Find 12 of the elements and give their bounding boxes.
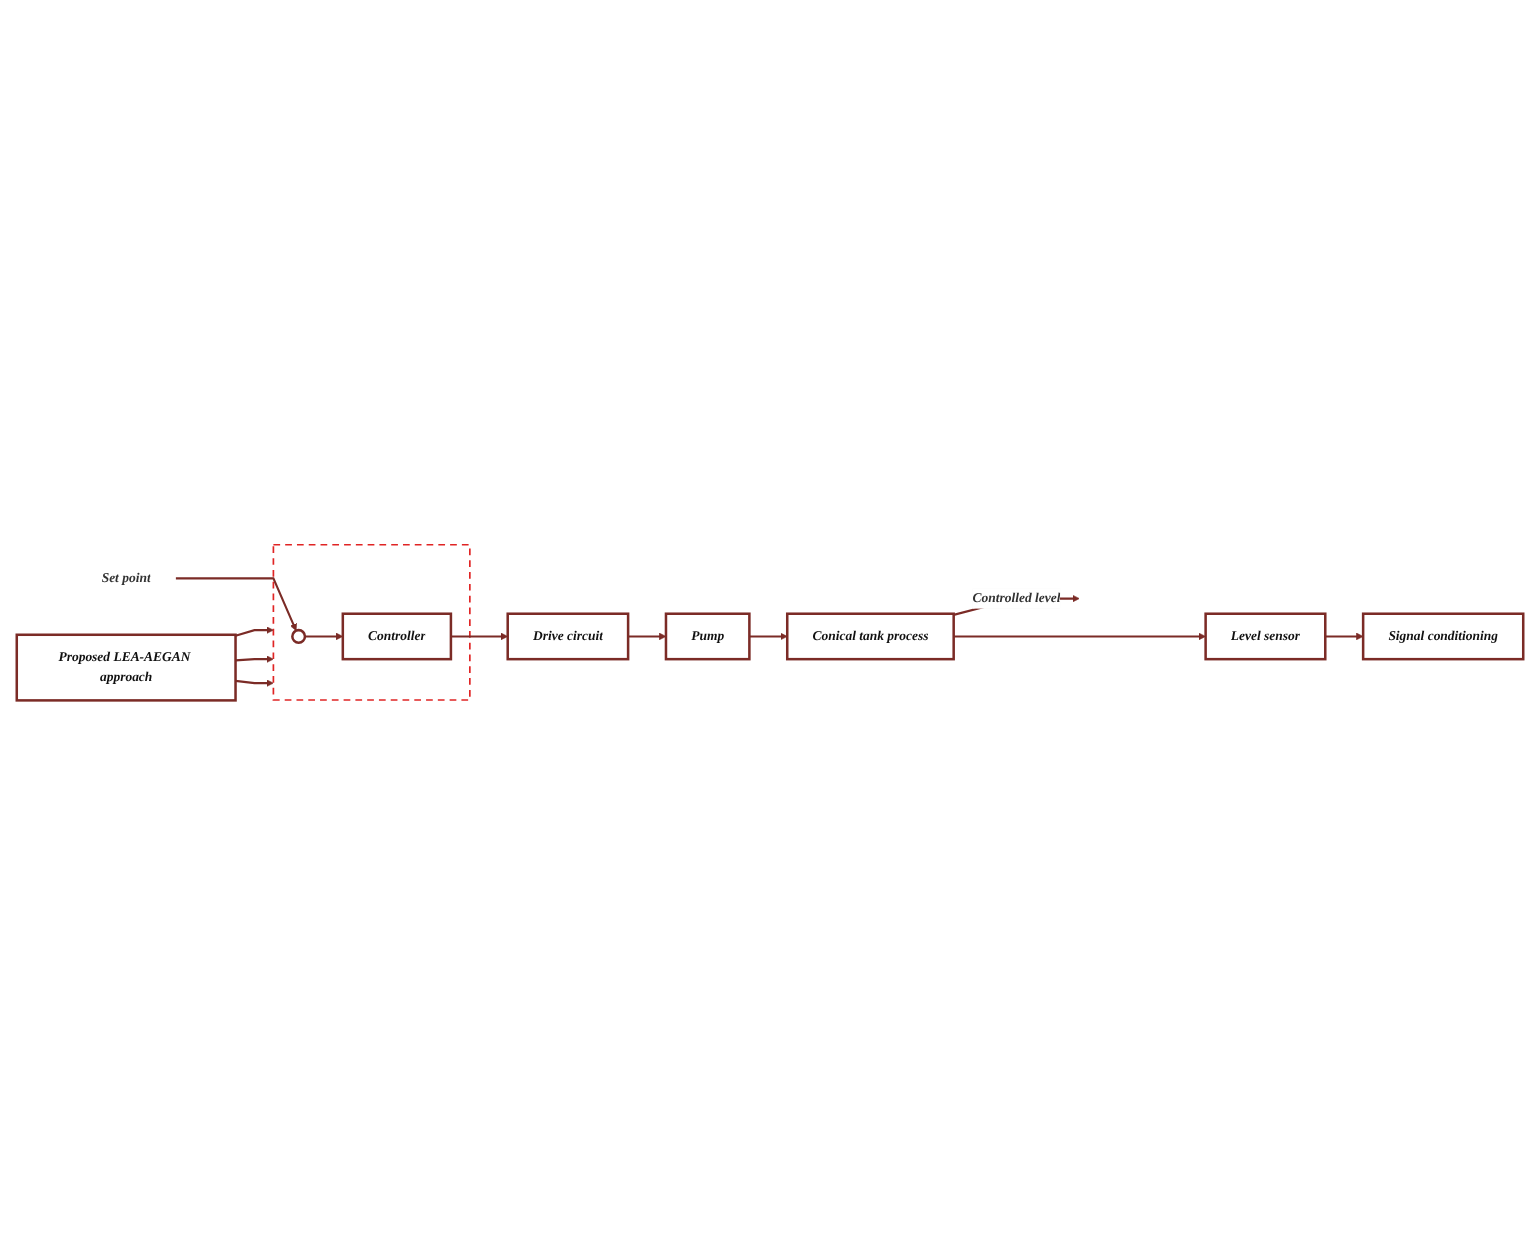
arrow (174, 577, 296, 632)
arrow (303, 633, 343, 641)
arrow (627, 633, 666, 641)
arrow (234, 679, 273, 688)
arrow (748, 633, 787, 641)
cluster (271, 544, 470, 702)
node-circle (290, 629, 306, 645)
arrow (449, 633, 508, 641)
arrow (234, 626, 273, 638)
arrow (952, 633, 1205, 641)
arrow (1324, 633, 1363, 641)
arrow (234, 655, 273, 664)
